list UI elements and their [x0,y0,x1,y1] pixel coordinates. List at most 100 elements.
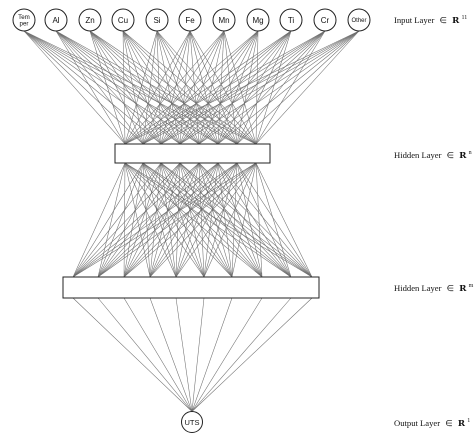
connection-edge [124,30,191,145]
input-node: Si [145,8,169,32]
connection-edge [124,30,360,145]
connection-edge [55,30,200,145]
hidden-layer-2-bar [62,276,320,299]
connection-edge [191,297,205,412]
connection-edge [142,162,313,278]
connection-edge [142,162,263,278]
input-node: Other [347,8,371,32]
connection-edge [97,162,126,278]
connection-edge [203,162,257,278]
input-node-circle [313,8,337,32]
connection-edge [231,162,257,278]
connection-edge [160,162,177,278]
connection-edge [236,30,292,145]
connection-edge [142,162,205,278]
connection-edge [124,162,313,278]
connection-edge [123,162,181,278]
connection-edge [255,162,263,278]
connection-edge [160,30,326,145]
hidden-layer-1-label: Hidden Layer ∈ R n [394,150,472,161]
connection-edge [72,162,144,278]
connection-edge [179,30,191,145]
connection-edge [198,30,360,145]
connection-edge [236,30,360,145]
connection-edge [142,30,225,145]
connection-edge [55,30,257,145]
connection-edge [160,30,360,145]
connection-edge [122,30,144,145]
connection-edge [191,297,233,412]
connection-edge [23,30,238,145]
connection-edge [123,162,257,278]
input-node-circle [212,8,236,32]
connection-edge [198,30,292,145]
connection-edge [203,162,219,278]
connection-edge [217,30,292,145]
input-node-circle [145,8,169,32]
connection-edge [203,162,238,278]
connection-edge [124,30,259,145]
connection-edge [160,30,259,145]
connection-edge [255,30,326,145]
connection-edge [179,30,225,145]
connection-edge [217,30,326,145]
input-node-label: Si [153,16,160,25]
input-node: Cu [111,8,135,32]
connection-edge [55,30,162,145]
connection-edge [160,162,205,278]
connection-edge [55,30,238,145]
output-node-label: UTS [185,418,200,427]
connection-edge [175,162,219,278]
output-layer-label: Output Layer ∈ R 1 [394,418,470,429]
connection-edge [23,30,144,145]
connection-edge [223,30,238,145]
connection-edge [179,30,360,145]
connection-edge [122,30,200,145]
input-node-circle [347,8,371,32]
connection-edge [122,30,219,145]
connection-edge [156,30,162,145]
connection-edge [236,162,263,278]
connection-edge [189,30,219,145]
connection-edge [255,30,360,145]
input-node-circle [279,8,303,32]
connection-edge [179,162,292,278]
connection-edge [55,30,219,145]
connection-edge [124,162,292,278]
connection-edge [23,30,219,145]
connection-edge [72,162,257,278]
connection-edge [124,30,326,145]
input-layer-label: Input Layer ∈ R 11 [394,15,467,26]
connection-edge [255,162,292,278]
input-node: Ti [279,8,303,32]
connection-edge [179,162,205,278]
input-node-circle [246,8,270,32]
connection-edge [175,162,200,278]
hidden-layer-2-label: Hidden Layer ∈ R m [394,283,474,294]
connection-edge [149,162,257,278]
connection-edge [236,162,292,278]
connection-edge [236,30,259,145]
connection-edge [72,162,200,278]
connection-edge [123,162,162,278]
connection-edge [191,297,313,412]
connection-edge [72,162,126,278]
connection-edge [142,30,360,145]
connection-edge [156,30,181,145]
connection-edge [142,162,177,278]
connection-edge [122,30,126,145]
input-node-label: per [20,21,29,28]
connection-edge [89,30,126,145]
connection-edge [231,162,238,278]
connection-edge [198,162,205,278]
connection-edge [142,30,191,145]
connection-edge [198,30,225,145]
connection-edge [97,162,257,278]
connection-edge [89,30,162,145]
connection-edge [142,30,292,145]
input-node-label: Cr [321,16,330,25]
connection-edge [72,162,238,278]
